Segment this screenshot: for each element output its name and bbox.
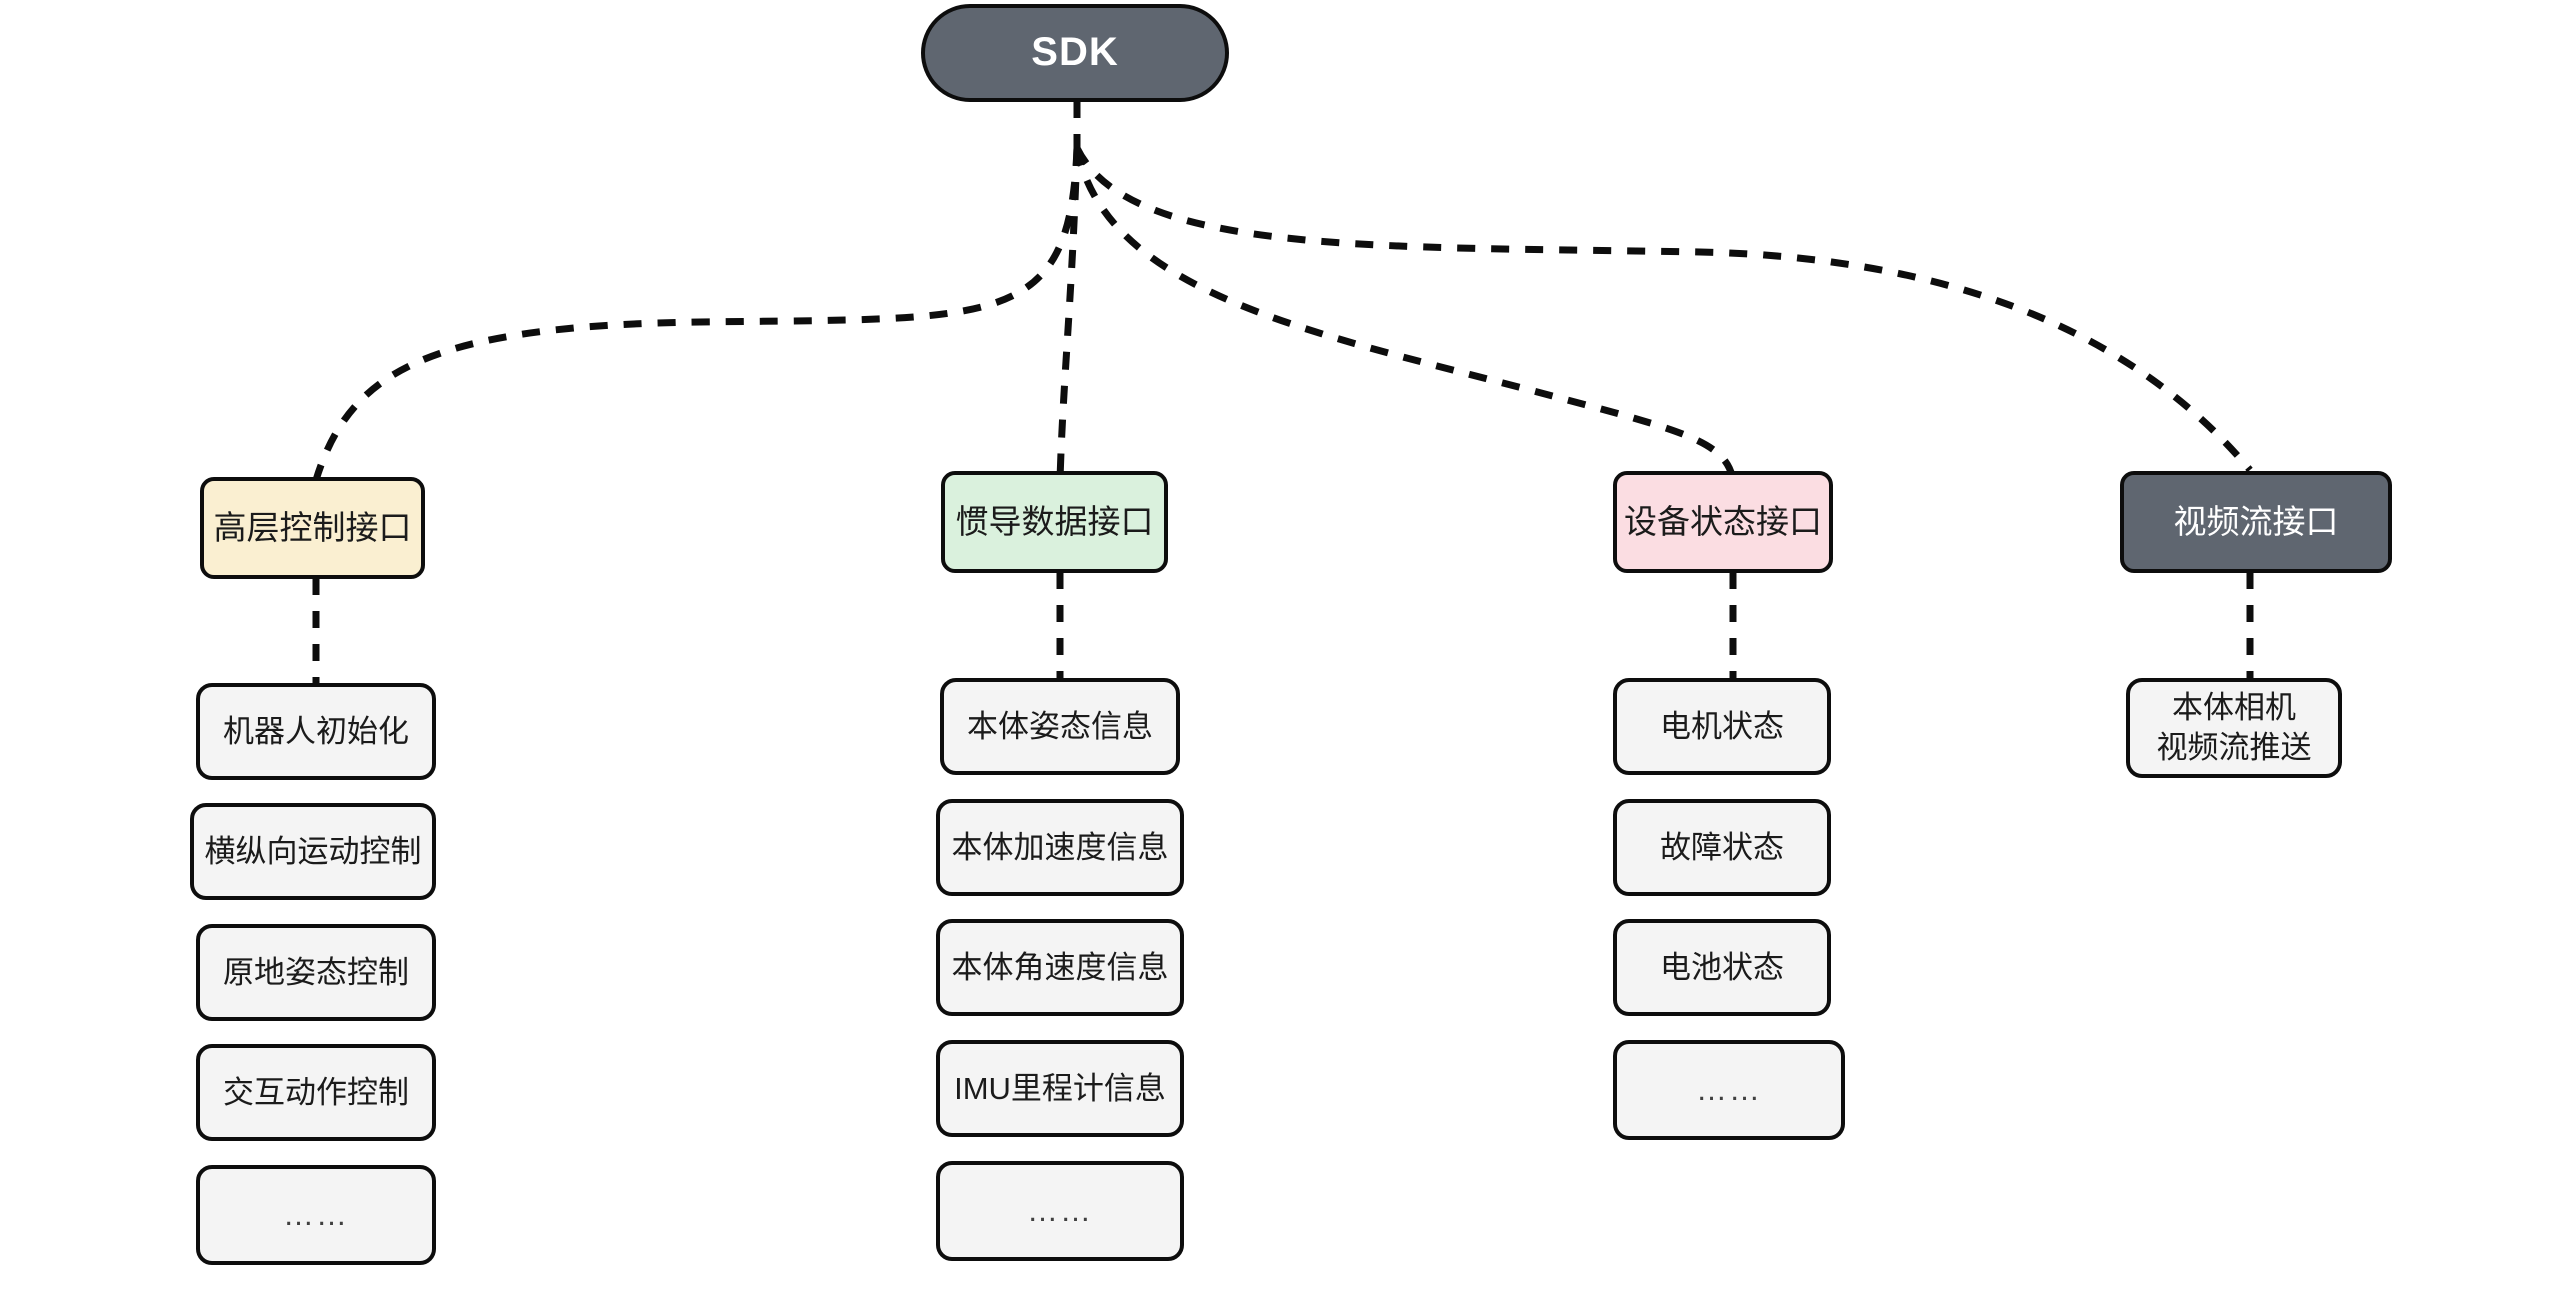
node-imu-data-interface[interactable]: 惯导数据接口 bbox=[941, 471, 1168, 573]
list-item[interactable]: 机器人初始化 bbox=[196, 683, 436, 780]
list-item[interactable]: 电池状态 bbox=[1613, 919, 1831, 1016]
node-device-status-interface[interactable]: 设备状态接口 bbox=[1613, 471, 1833, 573]
list-item-label: …… bbox=[1696, 1072, 1762, 1108]
list-item-label: 横纵向运动控制 bbox=[204, 833, 422, 869]
list-item-more[interactable]: …… bbox=[936, 1161, 1184, 1261]
list-item-label: 机器人初始化 bbox=[223, 713, 409, 749]
list-item[interactable]: 本体角速度信息 bbox=[936, 919, 1184, 1016]
node-imu-data-interface-label: 惯导数据接口 bbox=[955, 502, 1154, 540]
list-item[interactable]: 本体相机 视频流推送 bbox=[2126, 678, 2342, 778]
node-video-stream-interface-label: 视频流接口 bbox=[2173, 502, 2339, 540]
edge-sdk-to-status bbox=[1073, 147, 1737, 481]
list-item[interactable]: 本体姿态信息 bbox=[940, 678, 1180, 775]
list-item-label: 本体角速度信息 bbox=[951, 949, 1169, 985]
list-item[interactable]: 故障状态 bbox=[1613, 799, 1831, 896]
list-item-label: …… bbox=[1027, 1193, 1093, 1229]
node-video-stream-interface[interactable]: 视频流接口 bbox=[2120, 471, 2392, 573]
list-item[interactable]: 交互动作控制 bbox=[196, 1044, 436, 1141]
list-item[interactable]: 原地姿态控制 bbox=[196, 924, 436, 1021]
node-sdk[interactable]: SDK bbox=[921, 4, 1229, 102]
edge-sdk-to-video bbox=[1073, 146, 2253, 473]
list-item[interactable]: 横纵向运动控制 bbox=[190, 803, 436, 900]
node-high-level-control-interface[interactable]: 高层控制接口 bbox=[200, 477, 425, 579]
list-item-label: IMU里程计信息 bbox=[954, 1070, 1166, 1106]
edge-sdk-to-imu bbox=[1056, 147, 1081, 481]
list-item-label: 本体加速度信息 bbox=[951, 829, 1169, 865]
list-item-more[interactable]: …… bbox=[196, 1165, 436, 1265]
list-item-label: 交互动作控制 bbox=[223, 1074, 409, 1110]
node-high-level-control-interface-label: 高层控制接口 bbox=[213, 508, 412, 546]
edge-sdk-to-control bbox=[312, 147, 1081, 482]
node-device-status-interface-label: 设备状态接口 bbox=[1624, 502, 1822, 540]
list-item[interactable]: 本体加速度信息 bbox=[936, 799, 1184, 896]
list-item-label: …… bbox=[283, 1197, 349, 1233]
list-item-label: 原地姿态控制 bbox=[223, 954, 409, 990]
list-item-more[interactable]: …… bbox=[1613, 1040, 1845, 1140]
list-item-label: 本体姿态信息 bbox=[967, 708, 1153, 744]
node-sdk-label: SDK bbox=[1031, 30, 1119, 75]
list-item-label: 电机状态 bbox=[1660, 708, 1784, 744]
list-item-label: 本体相机 视频流推送 bbox=[2156, 690, 2312, 765]
list-item-label: 故障状态 bbox=[1660, 829, 1784, 865]
list-item-label: 电池状态 bbox=[1660, 949, 1784, 985]
list-item[interactable]: IMU里程计信息 bbox=[936, 1040, 1184, 1137]
list-item[interactable]: 电机状态 bbox=[1613, 678, 1831, 775]
